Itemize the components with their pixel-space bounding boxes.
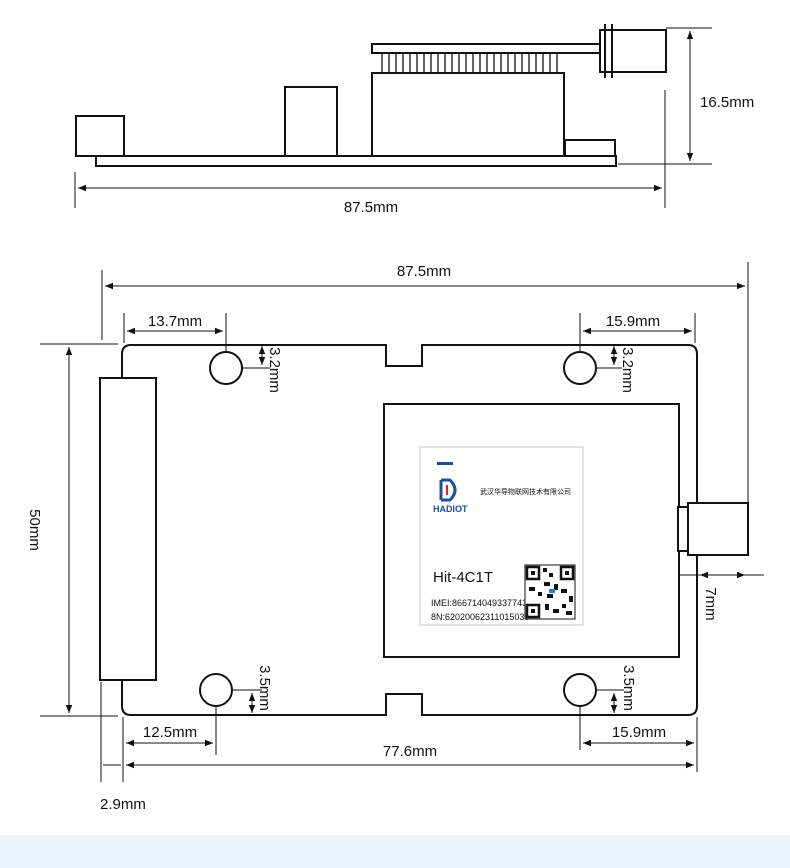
sn-text: 8N:62020062311015039 (431, 612, 529, 622)
antenna-connector (677, 502, 749, 556)
antenna-offset-label: 7mm (702, 587, 719, 620)
hole-span-label: 77.6mm (383, 743, 437, 760)
side-module-top (371, 43, 601, 54)
bottom-band (0, 835, 790, 868)
side-height-label: 16.5mm (700, 94, 754, 111)
hole-top-right-x-label: 15.9mm (606, 313, 660, 330)
width-label: 50mm (26, 509, 43, 551)
side-pins (381, 54, 558, 72)
module-label: HADIOT 武汉华导物联网技术有限公司 Hit-4C1T IMEI:86671… (419, 446, 584, 626)
company-name: 武汉华导物联网技术有限公司 (480, 487, 571, 496)
mounting-hole-top-right (563, 351, 597, 385)
hole-top-right-y-label: 3.2mm (619, 347, 636, 393)
hole-bottom-left-x-label: 12.5mm (143, 724, 197, 741)
hole-bottom-right-y-label: 3.5mm (620, 665, 637, 711)
side-module-body (371, 72, 565, 157)
hole-top-left-x-label: 13.7mm (148, 313, 202, 330)
mounting-hole-top-left (209, 351, 243, 385)
mounting-hole-bottom-right (563, 673, 597, 707)
model-name: Hit-4C1T (433, 569, 493, 586)
side-left-connector (75, 115, 125, 157)
hadiot-logo-icon (437, 462, 457, 502)
side-middle-part (284, 86, 338, 157)
side-dimension-lines (74, 27, 712, 208)
side-antenna-connector (599, 29, 667, 73)
side-length-label: 87.5mm (344, 199, 398, 216)
mounting-hole-bottom-left (199, 673, 233, 707)
qr-code-icon (524, 564, 576, 620)
hole-top-left-y-label: 3.2mm (266, 347, 283, 393)
board-outline (121, 344, 698, 716)
side-view (75, 24, 667, 167)
hole-bottom-left-y-label: 3.5mm (256, 665, 273, 711)
connector-offset-label: 2.9mm (100, 796, 146, 813)
side-small-block (564, 139, 616, 157)
brand-name: HADIOT (433, 504, 468, 514)
top-length-label: 87.5mm (397, 263, 451, 280)
imei-text: IMEI:866714049337743 (431, 598, 527, 608)
left-connector (99, 377, 157, 681)
hole-bottom-right-x-label: 15.9mm (612, 724, 666, 741)
side-pcb (95, 155, 617, 167)
top-dimension-lines (40, 262, 764, 782)
